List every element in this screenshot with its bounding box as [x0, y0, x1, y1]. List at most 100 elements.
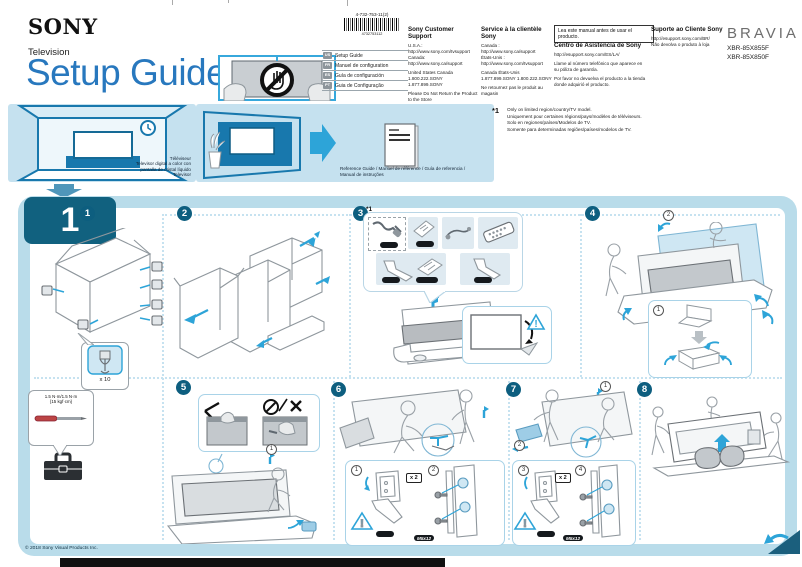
- separator: [508, 381, 510, 540]
- lang-code-chip: FR: [323, 62, 332, 69]
- model-number-1: XBR-85X855F: [727, 45, 769, 52]
- step4-substep-2: 2: [663, 210, 674, 221]
- step-1-badge: 1: [80, 206, 95, 221]
- person-right: [709, 222, 727, 249]
- language-table: US Setup Guide FR Manuel de configuratio…: [322, 50, 408, 91]
- accessory-remote-cell: [478, 217, 518, 249]
- step-4-badge: 4: [585, 206, 600, 221]
- barcode: [344, 18, 400, 31]
- step4-corner-foam-inset: 1: [648, 300, 752, 378]
- lang-row-pt: PT Guia de Configuração: [322, 81, 408, 91]
- step7-substep-1: 1: [600, 381, 611, 392]
- part-label-badge: [416, 241, 434, 247]
- page-turn-icon: [764, 530, 800, 554]
- remote-icon: [483, 221, 515, 243]
- prohibit-icon: [263, 398, 302, 415]
- screwdriver-icon: [34, 415, 87, 422]
- wall-tv-panel: Reference Guide / Manuel de référence / …: [196, 104, 494, 182]
- lang-code-chip: US: [323, 52, 332, 59]
- person-kneeling-front: [393, 400, 423, 454]
- support-col-us: Sony Customer Support U.S.A.: http://www…: [408, 26, 478, 102]
- part-label-badge: [382, 277, 400, 283]
- tv-screen: [229, 127, 275, 155]
- corner-foam-illustration: [664, 304, 732, 370]
- tv-on-stand-panel: Téléviseur Televisor digital a color con…: [8, 104, 196, 182]
- screw-size-badge: M5x12: [563, 535, 584, 541]
- part-label-badge: [416, 277, 438, 283]
- crop-mark: [347, 0, 348, 6]
- bubble-tail: [77, 333, 94, 345]
- support-col-fr: Service à la clientèle Sony Canada : htt…: [481, 26, 552, 96]
- page-title: Setup Guide: [26, 52, 227, 93]
- svg-text:!: !: [360, 518, 364, 530]
- step-8-badge: 8: [637, 382, 652, 397]
- stand-screw-illustration: !: [513, 464, 621, 538]
- section-number-badge: 1: [24, 197, 116, 244]
- warning-triangle-icon: !: [513, 511, 537, 531]
- accessory-stand-left-cell: [376, 253, 446, 285]
- footnote-marker: *1: [492, 106, 500, 115]
- svg-text:!: !: [534, 319, 537, 330]
- crop-mark: [228, 0, 229, 3]
- cross-icon: [290, 400, 302, 412]
- part-label-badge: [474, 277, 492, 283]
- step7-remove-foam-illustration: [512, 388, 633, 458]
- tilt-warning-inset: !: [462, 306, 552, 364]
- step7-substep-3: 3: [518, 465, 529, 476]
- hand-press-icon: [278, 421, 296, 436]
- barcode-block: 4-732-753-11(2) 4732753112: [344, 12, 400, 36]
- step6-attach-stand-illustration: [339, 389, 489, 457]
- step6-substep-1: 1: [351, 465, 362, 476]
- down-arrow-icon: [691, 331, 707, 344]
- accessory-bag-cell: [408, 217, 438, 249]
- crop-mark: [172, 0, 173, 5]
- person-right: [761, 412, 783, 460]
- svg-text:!: !: [523, 518, 527, 530]
- stand-leg-right-icon: [473, 258, 502, 280]
- step6-substep-2: 2: [428, 465, 439, 476]
- lang-code-chip: PT: [323, 82, 332, 89]
- separator: [333, 381, 335, 540]
- tv-screen: [73, 131, 133, 159]
- plant-icon: [208, 131, 226, 169]
- lang-row-es: ES Guía de configuración: [322, 71, 408, 81]
- step-6-badge: 6: [331, 382, 346, 397]
- step1-remove-clips-illustration: [41, 228, 163, 333]
- reference-guide-icon: [384, 123, 419, 169]
- step5-substep-1: 1: [266, 444, 277, 455]
- warning-triangle-icon: !: [526, 313, 546, 330]
- person-kneeling-right: [597, 397, 615, 443]
- ac-cord-icon: [372, 221, 402, 238]
- barcode-number: 4732753112: [361, 32, 383, 36]
- person-left: [605, 243, 627, 297]
- step-7-badge: 7: [506, 382, 521, 397]
- separator: [349, 214, 351, 377]
- tilt-warning-illustration: !: [470, 313, 546, 356]
- step7-screw-inset: 3 4 ! x 2 M5x12: [512, 460, 636, 546]
- support-col-es: Centro de Asistencia de Sony http://esup…: [554, 42, 646, 87]
- lang-code-chip: ES: [323, 72, 332, 79]
- right-arrow-icon: [310, 124, 336, 162]
- wall-tv-illustration: [203, 110, 419, 180]
- screw-size-badge: M5x12: [414, 535, 435, 541]
- left-hand-icon: [223, 83, 247, 101]
- separator: [580, 214, 582, 377]
- step4-substep-1: 1: [653, 305, 664, 316]
- bravia-logo: BRAVIA: [727, 25, 799, 42]
- handling-do-dont-inset: [198, 394, 320, 452]
- person-crouching: [267, 467, 291, 513]
- bubble-tail: [424, 291, 446, 303]
- floor-foam: [694, 447, 721, 469]
- screw-count-flag: x 2: [555, 473, 571, 483]
- step7-substep-2: 2: [514, 440, 525, 451]
- page-edge-bar: [60, 558, 445, 567]
- screw-icon: [579, 493, 593, 527]
- accessories-box: [363, 212, 523, 303]
- part-label-badge: [376, 531, 394, 537]
- prohibition-icon: [260, 63, 294, 97]
- step8-lift-tv-illustration: [651, 396, 791, 477]
- accessory-ac-cord-cell: [368, 217, 406, 251]
- step7-substep-4: 4: [575, 465, 586, 476]
- clip-hand-icon: [87, 345, 123, 375]
